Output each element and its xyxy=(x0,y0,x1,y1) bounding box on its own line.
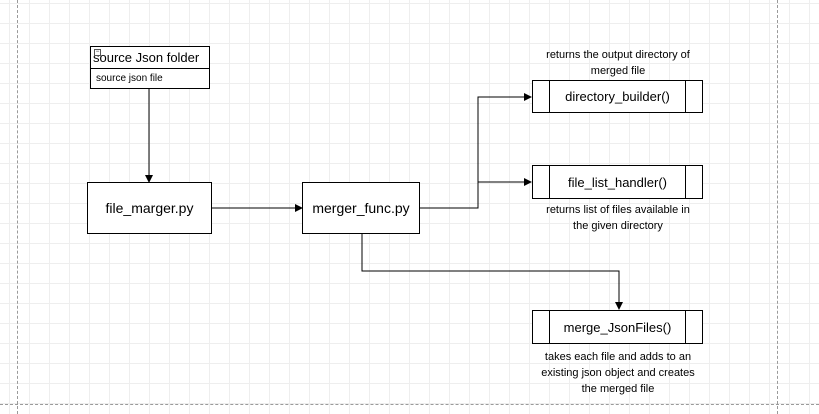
note-line: returns list of files available in xyxy=(546,204,690,216)
source-json-file-row: source json file xyxy=(96,73,163,84)
edge-merger-func-to-directory-builder xyxy=(420,93,532,209)
merge-jsonfiles-node[interactable]: merge_JsonFiles() xyxy=(532,310,703,344)
source-json-folder-title: source Json folder xyxy=(93,50,200,65)
edge-merger-func-to-merge-jsonfiles xyxy=(361,234,623,310)
collapse-icon[interactable]: − xyxy=(94,49,101,56)
note-line: merged file xyxy=(590,65,646,77)
file-marger-node[interactable]: file_marger.py xyxy=(87,182,212,234)
source-json-folder-node[interactable]: − source Json folder source json file xyxy=(90,46,210,89)
file-list-handler-node[interactable]: file_list_handler() xyxy=(532,165,703,199)
page-boundary-right xyxy=(777,0,778,414)
note-line: returns the output directory of xyxy=(546,49,690,61)
page-boundary-bottom xyxy=(0,404,819,405)
directory-builder-note: returns the output directory of merged f… xyxy=(518,47,718,79)
directory-builder-node[interactable]: directory_builder() xyxy=(532,80,703,113)
note-line: existing json object and creates xyxy=(541,367,695,379)
note-line: the merged file xyxy=(581,383,655,395)
directory-builder-label: directory_builder() xyxy=(565,89,670,104)
note-line: the given directory xyxy=(573,220,663,232)
file-list-handler-label: file_list_handler() xyxy=(568,174,667,190)
file-list-handler-note: returns list of files available in the g… xyxy=(518,202,718,234)
merge-jsonfiles-label: merge_JsonFiles() xyxy=(563,319,672,335)
merger-func-node[interactable]: merger_func.py xyxy=(302,182,420,234)
page-boundary-left xyxy=(17,0,18,414)
merge-jsonfiles-note: takes each file and adds to an existing … xyxy=(518,349,718,397)
note-line: takes each file and adds to an xyxy=(544,351,692,363)
file-marger-label: file_marger.py xyxy=(105,200,194,216)
merger-func-label: merger_func.py xyxy=(312,200,410,216)
